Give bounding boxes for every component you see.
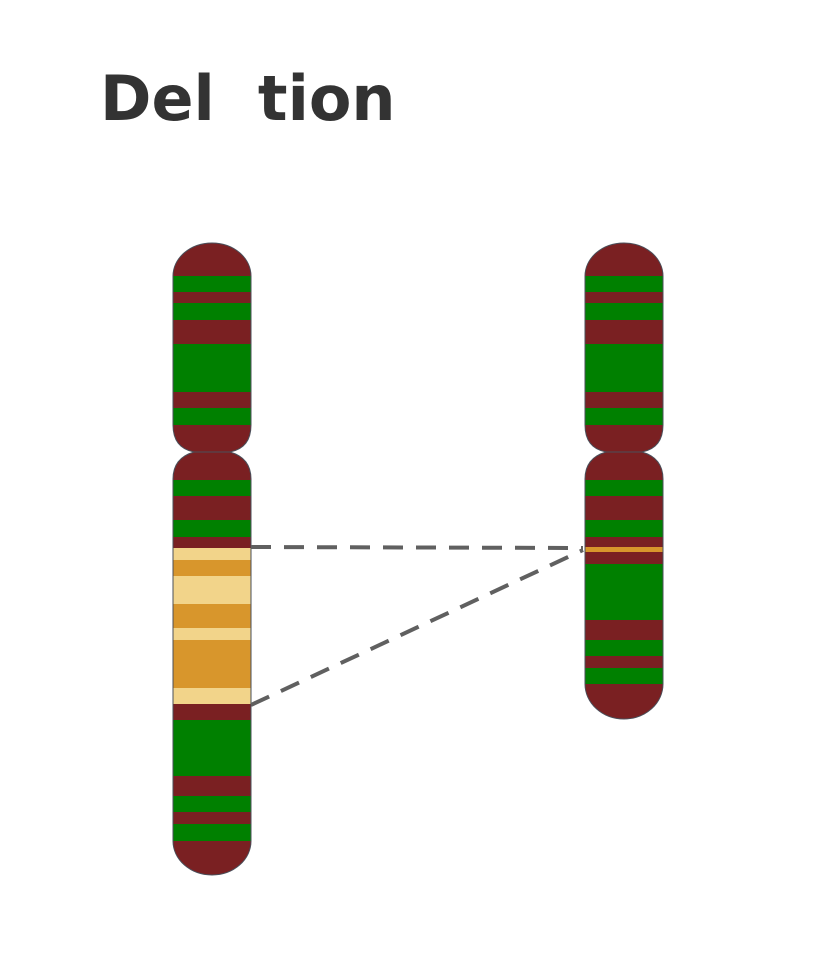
band: [585, 425, 663, 452]
band: [173, 776, 251, 796]
original-p-arm: [173, 243, 251, 452]
deleted-p-arm-outline: [584, 242, 664, 453]
band: [173, 704, 251, 720]
deletion-upper-connector: [250, 545, 584, 550]
original-p-arm-outline: [172, 242, 252, 453]
band: [585, 640, 663, 656]
band: [173, 604, 251, 628]
band: [173, 576, 251, 604]
band: [173, 640, 251, 688]
deleted-p-arm: [585, 243, 663, 452]
band: [173, 812, 251, 824]
original-q-arm-outline: [172, 451, 252, 876]
band: [585, 452, 663, 480]
band: [585, 520, 663, 537]
band: [173, 425, 251, 452]
band: [173, 720, 251, 776]
band: [585, 320, 663, 344]
band: [173, 344, 251, 392]
deletion-lower-connector: [250, 548, 584, 707]
band: [173, 796, 251, 812]
band: [173, 292, 251, 303]
band: [173, 276, 251, 292]
band: [585, 276, 663, 292]
band: [173, 320, 251, 344]
band: [585, 668, 663, 684]
band: [173, 560, 251, 576]
band: [173, 537, 251, 548]
deleted-q-arm-outline: [584, 451, 664, 720]
band: [585, 303, 663, 320]
band: [173, 496, 251, 520]
band: [173, 452, 251, 480]
band: [585, 344, 663, 392]
band: [173, 520, 251, 537]
band: [173, 303, 251, 320]
deletion-junction-band: [585, 547, 663, 552]
band: [585, 552, 663, 564]
band: [173, 243, 251, 276]
band: [173, 628, 251, 640]
band: [173, 480, 251, 496]
band: [173, 392, 251, 408]
band: [585, 243, 663, 276]
page-title: Del tion: [100, 62, 396, 135]
deleted-q-arm: [585, 452, 663, 719]
band: [585, 537, 663, 547]
band: [173, 408, 251, 425]
original-chromosome: [172, 242, 252, 876]
band: [585, 408, 663, 425]
band: [173, 824, 251, 841]
band: [585, 684, 663, 719]
original-q-arm: [173, 452, 251, 875]
deleted-chromosome: [584, 242, 664, 720]
band: [585, 480, 663, 496]
band: [585, 564, 663, 620]
band: [585, 392, 663, 408]
band: [173, 688, 251, 704]
band: [585, 496, 663, 520]
band: [585, 620, 663, 640]
band: [585, 656, 663, 668]
band: [173, 841, 251, 875]
band: [173, 548, 251, 560]
band: [585, 292, 663, 303]
